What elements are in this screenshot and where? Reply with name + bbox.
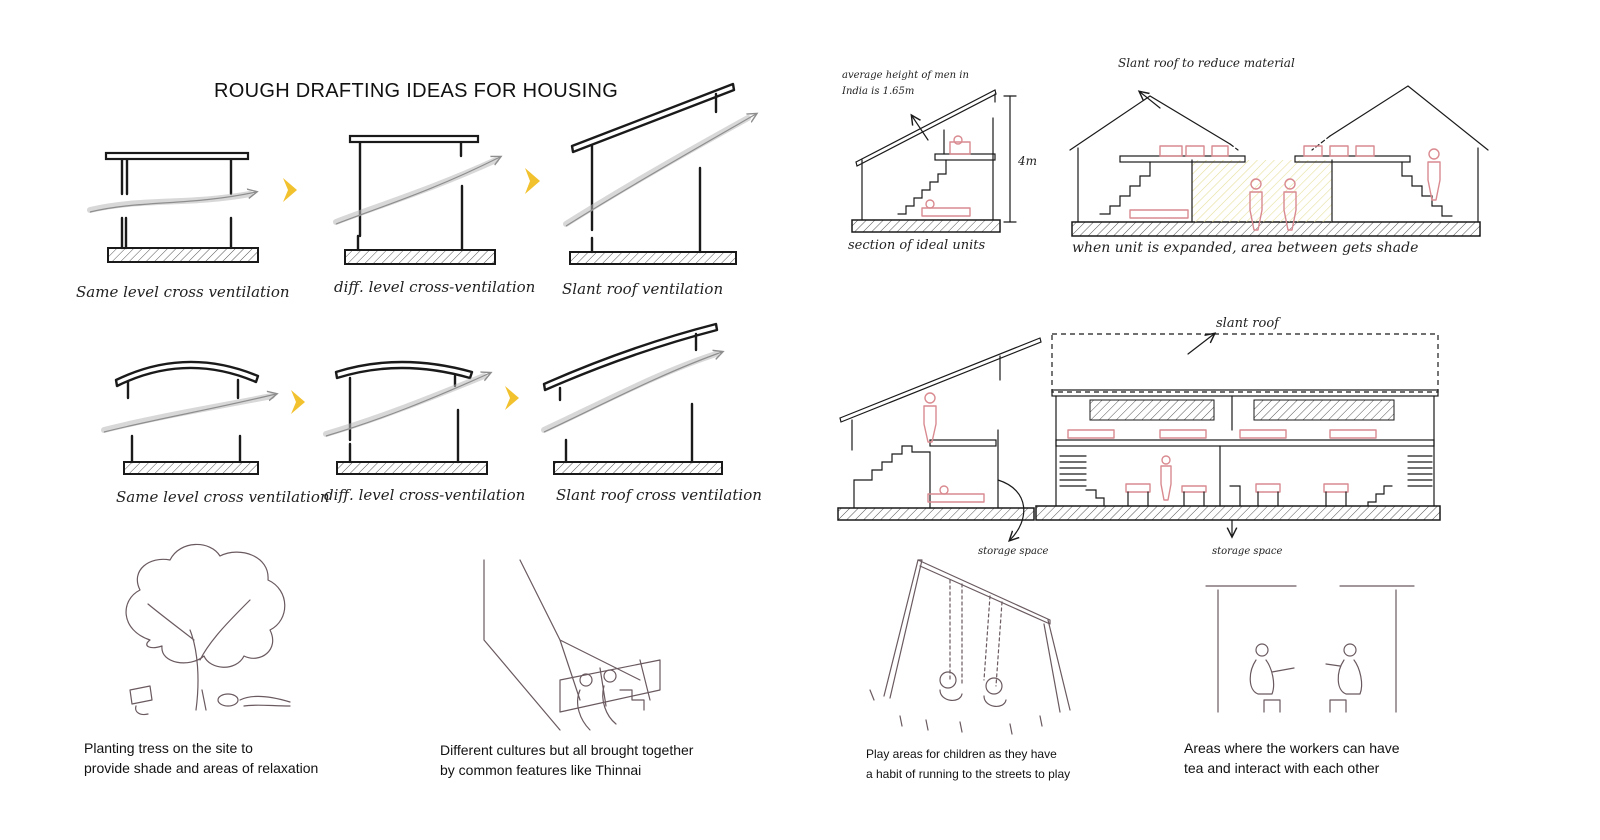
arrow-yellow-1 <box>283 178 297 202</box>
caption-cultures-thinnai: Different cultures but all brought toget… <box>440 740 693 780</box>
diagram-slant-roof-1 <box>563 82 756 265</box>
caption-line: Areas where the workers can have <box>1184 740 1400 756</box>
caption-line: by common features like Thinnai <box>440 762 642 778</box>
label-same-level-ventilation-2: Same level cross ventilation <box>116 488 330 506</box>
label-slant-roof-ventilation-1: Slant roof ventilation <box>562 280 724 298</box>
label-storage-space-right: storage space <box>1212 546 1283 557</box>
note-slant-roof-material: Slant roof to reduce material <box>1118 56 1295 70</box>
section-combined-units <box>837 334 1441 540</box>
label-diff-level-ventilation-1: diff. level cross-ventilation <box>334 278 536 296</box>
note-average-height-line2: India is 1.65m <box>842 86 915 97</box>
caption-line: Play areas for children as they have <box>866 747 1057 761</box>
caption-line: provide shade and areas of relaxation <box>84 760 319 776</box>
tea-area-illustration <box>1205 585 1415 713</box>
diagram-diff-level-1 <box>333 134 500 265</box>
caption-play-areas: Play areas for children as they have a h… <box>866 744 1070 784</box>
label-storage-space-left: storage space <box>978 546 1049 557</box>
caption-line: Planting tress on the site to <box>84 740 253 756</box>
page-title: ROUGH DRAFTING IDEAS FOR HOUSING <box>214 80 619 102</box>
caption-line: tea and interact with each other <box>1184 760 1380 776</box>
swing-illustration <box>869 559 1071 735</box>
label-section-ideal-units: section of ideal units <box>848 238 986 253</box>
label-slant-roof-ventilation-2: Slant roof cross ventilation <box>556 486 762 504</box>
arrow-yellow-4 <box>505 386 519 410</box>
caption-line: Different cultures but all brought toget… <box>440 742 694 758</box>
label-expanded-unit-shade: when unit is expanded, area between gets… <box>1072 240 1419 256</box>
section-ideal-unit <box>851 89 1017 233</box>
caption-line: a habit of running to the streets to pla… <box>866 767 1071 781</box>
tree-illustration <box>125 543 291 716</box>
caption-planting-trees: Planting tress on the site to provide sh… <box>84 738 318 778</box>
label-same-level-ventilation-1: Same level cross ventilation <box>76 283 290 301</box>
label-diff-level-ventilation-2: diff. level cross-ventilation <box>324 486 526 504</box>
note-average-height-line1: average height of men in <box>842 70 969 81</box>
section-expanded-units <box>1069 85 1489 237</box>
diagram-same-level-2 <box>101 360 276 475</box>
diagram-same-level-1 <box>87 151 259 263</box>
diagram-diff-level-2 <box>323 360 490 475</box>
height-dimension-label: 4m <box>1018 154 1038 168</box>
arrow-yellow-3 <box>291 390 305 414</box>
thinnai-illustration <box>483 559 661 731</box>
caption-tea-areas: Areas where the workers can have tea and… <box>1184 738 1400 778</box>
arrow-yellow-2 <box>525 168 540 194</box>
note-slant-roof: slant roof <box>1216 316 1279 331</box>
diagram-slant-roof-2 <box>541 322 722 475</box>
